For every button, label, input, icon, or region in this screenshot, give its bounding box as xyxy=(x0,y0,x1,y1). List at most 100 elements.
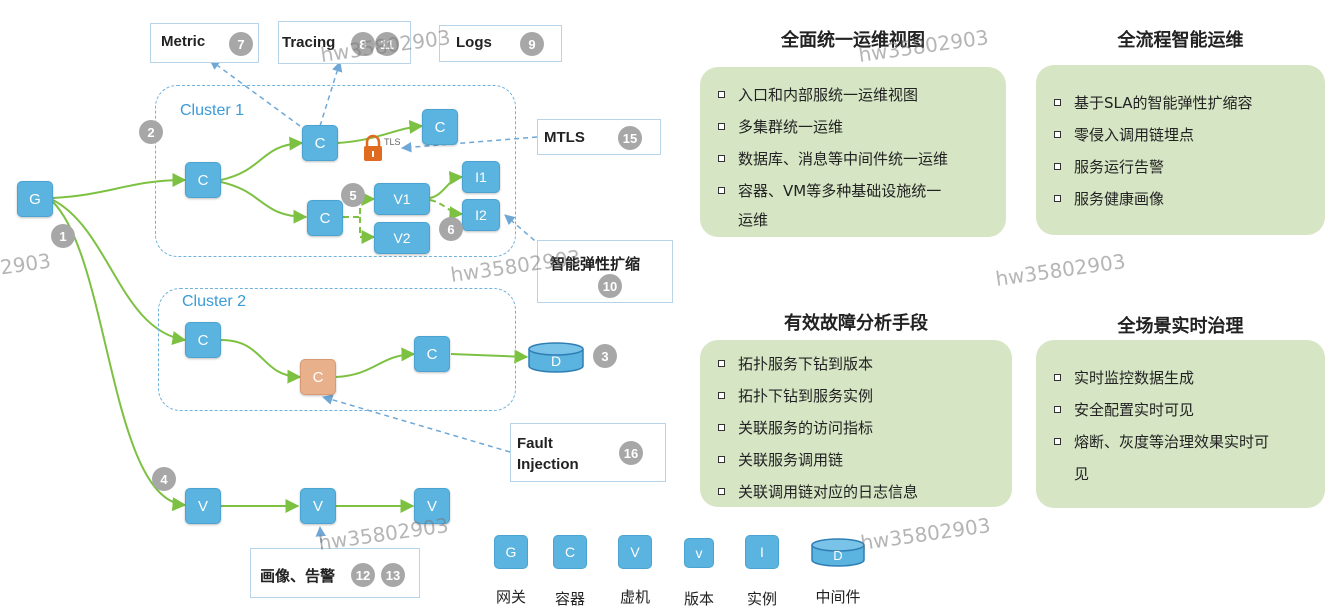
cluster-1-boundary xyxy=(155,85,516,257)
edge-c1b-c1c xyxy=(337,119,424,144)
list-item: 容器、VM等多种基础设施统一 xyxy=(718,175,992,207)
list-item: 服务健康画像 xyxy=(1054,183,1311,215)
legend-instance-icon: I xyxy=(745,535,779,569)
list-item: 关联调用链对应的日志信息 xyxy=(718,476,998,508)
tracing-label: Tracing xyxy=(282,34,336,51)
panel-fault-analysis: 拓扑服务下钻到版本 拓扑下钻到服务实例 关联服务的访问指标 关联服务调用链 关联… xyxy=(700,340,1012,507)
mtls-label-box[interactable]: MTLS 15 xyxy=(537,119,661,155)
metric-badge: 7 xyxy=(229,32,253,56)
profile-alert-label-box[interactable]: 画像、告警 12 13 xyxy=(250,548,420,598)
autoscale-label-box[interactable]: 智能弹性扩缩 10 xyxy=(537,240,673,303)
list-item: 拓扑下钻到服务实例 xyxy=(718,380,998,412)
edge-c1a-c1d xyxy=(220,181,308,224)
list-item: 入口和内部服统一运维视图 xyxy=(718,79,992,111)
container-node[interactable]: C xyxy=(422,109,458,145)
version-node[interactable]: V1 xyxy=(374,183,430,215)
panel-unified-view: 入口和内部服统一运维视图 多集群统一运维 数据库、消息等中间件统一运维 容器、V… xyxy=(700,67,1006,237)
instance-node[interactable]: I1 xyxy=(462,161,500,193)
edge-c2c-d xyxy=(450,349,529,364)
fault-injection-label-box[interactable]: Fault Injection 16 xyxy=(510,423,666,482)
logs-label-box[interactable]: Logs 9 xyxy=(439,25,562,62)
gateway-node[interactable]: G xyxy=(17,181,53,217)
list-item-continued: 见 xyxy=(1074,465,1090,483)
metric-label-box[interactable]: Metric 7 xyxy=(150,23,259,63)
autoscale-label: 智能弹性扩缩 xyxy=(550,256,641,273)
list-item-continued: 运维 xyxy=(738,211,769,229)
legend-vm-icon: V xyxy=(618,535,652,569)
edge-c2b-c2c xyxy=(335,347,416,378)
panel-title-unified-view: 全面统一运维视图 xyxy=(781,30,925,51)
legend-vm-label: 虚机 xyxy=(619,588,650,606)
legend-middleware-icon: D xyxy=(811,538,865,567)
fault-container-node[interactable]: C xyxy=(300,359,336,395)
container-node[interactable]: C xyxy=(185,162,221,198)
container-node[interactable]: C xyxy=(302,125,338,161)
list-item: 实时监控数据生成 xyxy=(1054,362,1311,394)
profile-badge: 13 xyxy=(381,563,405,587)
dash-tracing xyxy=(319,60,343,127)
panel-smart-ops: 基于SLA的智能弹性扩缩容 零侵入调用链埋点 服务运行告警 服务健康画像 xyxy=(1036,65,1325,235)
legend-middleware-label: 中间件 xyxy=(815,588,861,606)
version-node[interactable]: V2 xyxy=(374,222,430,254)
list-item: 数据库、消息等中间件统一运维 xyxy=(718,143,992,175)
edge-v1-i1 xyxy=(429,170,464,199)
step-badge: 4 xyxy=(152,467,176,491)
dash-profile xyxy=(315,525,326,553)
list-item: 零侵入调用链埋点 xyxy=(1054,119,1311,151)
fault-label-line1: Fault xyxy=(517,435,553,452)
vm-node[interactable]: V xyxy=(185,488,221,524)
vm-node[interactable]: V xyxy=(414,488,450,524)
instance-node[interactable]: I2 xyxy=(462,199,500,231)
list-item: 基于SLA的智能弹性扩缩容 xyxy=(1054,87,1311,119)
container-node[interactable]: C xyxy=(414,336,450,372)
list-item: 服务运行告警 xyxy=(1054,151,1311,183)
edge-c1a-c1b xyxy=(220,136,304,181)
list-item: 关联服务调用链 xyxy=(718,444,998,476)
metric-label: Metric xyxy=(161,33,206,50)
autoscale-badge: 10 xyxy=(598,274,622,298)
panel-title-smart-ops: 全流程智能运维 xyxy=(1117,30,1244,51)
step-badge: 5 xyxy=(341,183,365,207)
container-node[interactable]: C xyxy=(307,200,343,236)
logs-label: Logs xyxy=(456,34,492,51)
vm-node[interactable]: V xyxy=(300,488,336,524)
edge-v1-i2 xyxy=(429,199,464,221)
list-item: 多集群统一运维 xyxy=(718,111,992,143)
container-node[interactable]: C xyxy=(185,322,221,358)
cluster-1-label: Cluster 1 xyxy=(180,102,245,119)
legend-container-label: 容器 xyxy=(554,590,585,608)
cluster-2-boundary xyxy=(158,288,516,411)
middleware-db-icon[interactable]: D xyxy=(527,342,585,374)
logs-badge: 9 xyxy=(520,32,544,56)
legend-gateway-label: 网关 xyxy=(495,588,526,606)
profile-alert-label: 画像、告警 xyxy=(260,568,336,585)
step-badge: 3 xyxy=(593,344,617,368)
middleware-label: D xyxy=(551,353,561,369)
edge-g-c2a xyxy=(52,199,187,345)
list-item: 安全配置实时可见 xyxy=(1054,394,1311,426)
step-badge: 2 xyxy=(139,120,163,144)
legend-container-icon: C xyxy=(553,535,587,569)
edge-c1d-v1 xyxy=(343,192,376,218)
tracing-badge: 8 xyxy=(351,32,375,56)
legend-version-label: 版本 xyxy=(683,590,714,608)
legend-instance-label: 实例 xyxy=(746,590,777,608)
legend-version-icon: v xyxy=(684,538,714,568)
edge-c2a-c2b xyxy=(220,339,302,384)
panel-title-realtime-gov: 全场景实时治理 xyxy=(1117,316,1244,337)
mtls-label: MTLS xyxy=(544,129,585,146)
edge-g-c1a xyxy=(52,173,187,199)
legend-middleware-letter: D xyxy=(833,548,842,563)
tls-lock-icon: TLS xyxy=(364,134,401,161)
panel-realtime-gov: 实时监控数据生成 安全配置实时可见 熔断、灰度等治理效果实时可 见 xyxy=(1036,340,1325,508)
profile-badge: 12 xyxy=(351,563,375,587)
tracing-label-box[interactable]: Tracing 8 11 xyxy=(278,21,411,64)
dash-metric xyxy=(209,59,301,127)
cluster-2-label: Cluster 2 xyxy=(182,293,247,310)
dash-fault xyxy=(321,394,511,453)
dash-mtls xyxy=(400,136,538,153)
tracing-badge: 11 xyxy=(375,32,399,56)
list-item: 拓扑服务下钻到版本 xyxy=(718,348,998,380)
fault-label-line2: Injection xyxy=(517,456,579,473)
list-item: 关联服务的访问指标 xyxy=(718,412,998,444)
